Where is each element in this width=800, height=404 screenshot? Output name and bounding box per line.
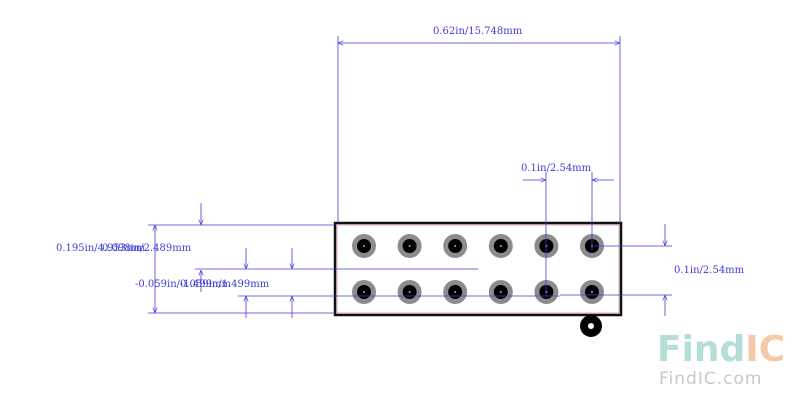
pad-center-mark (591, 291, 593, 293)
watermark-logo-find: Find (657, 329, 745, 370)
pad-grid (352, 234, 604, 304)
label-offset-a: -0.059in/-1.499mm (135, 279, 232, 290)
watermark-logo-ic: IC (745, 329, 785, 370)
pad-center-mark (363, 245, 365, 247)
label-offset-b: 0.059in/1.499mm (180, 279, 270, 290)
pad-center-mark (454, 245, 457, 247)
pad-center-mark (363, 291, 365, 293)
label-height-a: 0.195in/4.953mm (56, 243, 146, 254)
label-height-b: 0.098in/2.489mm (102, 243, 192, 254)
pad-center-mark (454, 291, 457, 293)
label-overall-width: 0.62in/15.748mm (433, 26, 523, 37)
pad-center-mark (408, 245, 411, 247)
watermark-site: FindIC.com (659, 369, 762, 389)
pad-center-mark (499, 291, 502, 293)
label-pitch-right: 0.1in/2.54mm (674, 265, 745, 276)
watermark-logo: FindIC (657, 329, 785, 370)
label-pitch-top: 0.1in/2.54mm (521, 163, 592, 174)
pad-center-mark (499, 245, 502, 247)
pin1-marker-dot (588, 323, 594, 329)
pad-center-mark (408, 291, 411, 293)
